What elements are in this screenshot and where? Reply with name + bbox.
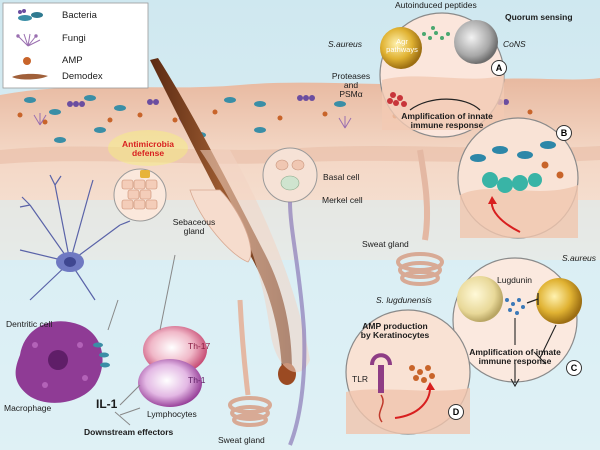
- macrophage-label: Macrophage: [4, 403, 52, 413]
- panel-letter-c: C: [566, 360, 582, 376]
- tlr-label: TLR: [352, 374, 369, 384]
- cons-label: CoNS: [503, 39, 526, 49]
- sweat-gland-right-label: Sweat gland: [362, 239, 409, 249]
- sebaceous-gland-body: [189, 189, 252, 263]
- th17-label: Th-17: [188, 341, 211, 351]
- panel-letter-d: D: [448, 404, 464, 420]
- macrophage-bacteria: [93, 342, 110, 368]
- amplification-label-c: Amplification of innate immune response: [469, 347, 561, 366]
- saureus-cell-a: [380, 27, 422, 69]
- th1-label: Th-1: [188, 375, 206, 385]
- lugdunin-label: Lugdunin: [497, 275, 532, 285]
- lugdunin-dots: [505, 298, 525, 315]
- basal-cell-label: Basal cell: [323, 172, 360, 182]
- nerve-fiber: [288, 201, 307, 446]
- antimicrobial-glow: [108, 130, 188, 166]
- il1-label: IL-1: [96, 397, 118, 411]
- lymphocytes-label: Lymphocytes: [147, 409, 197, 419]
- legend-label-fungi: Fungi: [62, 33, 86, 44]
- legend-label-demodex: Demodex: [62, 71, 103, 82]
- panel-b-bacteria: [470, 141, 564, 193]
- follicle-sheath: [200, 150, 310, 373]
- agr-pathways-label: Agr pathways: [386, 37, 418, 54]
- panel-letter-a: A: [491, 60, 507, 76]
- saureus-label-a: S.aureus: [328, 39, 363, 49]
- amp-production-label: AMP production by Keratinocytes: [360, 321, 430, 340]
- bacteria-icon: [18, 9, 43, 21]
- panel-d-arrow: [394, 387, 431, 419]
- legend-label-bacteria: Bacteria: [62, 10, 97, 21]
- antimicrobial-defense-label: Antimicrobia defense: [122, 139, 174, 158]
- downstream-effectors-label: Downstream effectors: [84, 427, 174, 437]
- fungi-icon: [16, 33, 41, 47]
- saureus-cell-c: [536, 278, 582, 324]
- panel-d-amp-dots: [409, 365, 435, 383]
- demodex-icon: [12, 73, 48, 80]
- amp-icon: [23, 57, 31, 65]
- amplification-label-a: Amplification of innate immune response: [401, 111, 493, 130]
- sebaceous-gland-label: Sebaceous gland: [172, 217, 216, 236]
- slugdunensis-cell: [457, 276, 503, 322]
- th1-cell: [138, 359, 202, 407]
- tlr-receptor: [370, 353, 392, 423]
- proteases-label: Proteases and PSMα: [331, 71, 371, 99]
- quorum-sensing-label: Quorum sensing: [505, 12, 573, 22]
- legend-label-amp: AMP: [62, 55, 83, 66]
- cons-cell: [454, 20, 498, 64]
- sweat-gland-coil-bottom: [228, 396, 272, 427]
- protease-dots: [387, 92, 407, 107]
- autoinduced-peptide-dots: [422, 26, 450, 40]
- merkel-cell-label: Merkel cell: [322, 195, 363, 205]
- panel-letter-b: B: [556, 125, 572, 141]
- il1-arrows: [107, 254, 176, 426]
- sweat-gland-bottom-label: Sweat gland: [218, 435, 265, 445]
- dendritic-cell-label: Dentritic cell: [6, 319, 53, 329]
- autoinduced-peptides-label: Autoinduced peptides: [395, 0, 477, 10]
- saureus-label-c: S.aureus: [562, 253, 597, 263]
- sweat-gland-coil-right: [396, 252, 444, 286]
- basal-merkel-inset: [262, 147, 318, 203]
- slugdunensis-label: S. lugdunensis: [376, 295, 432, 305]
- dendritic-cell: [19, 174, 131, 301]
